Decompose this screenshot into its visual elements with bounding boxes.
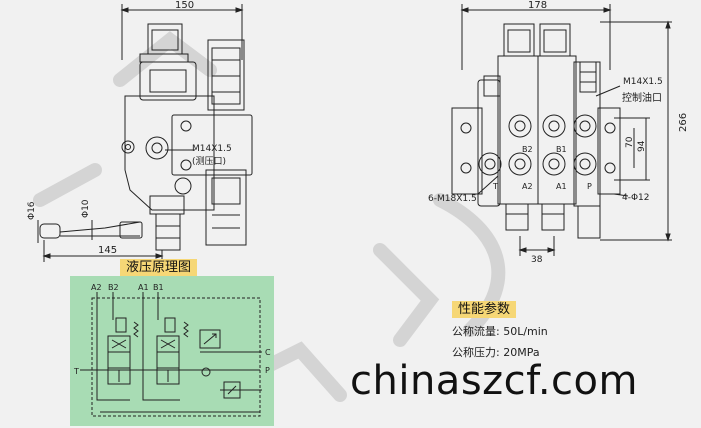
left-port-label: M14X1.5 xyxy=(192,144,232,154)
right-control-port-label: 控制油口 xyxy=(622,91,662,104)
right-port-b2: B2 xyxy=(522,145,533,154)
schem-port-a1: A1 xyxy=(138,283,149,292)
right-port-b1: B1 xyxy=(556,145,567,154)
right-mount-thread-label: 6-M18X1.5 xyxy=(428,194,477,204)
left-dim-d10: Φ10 xyxy=(81,199,91,218)
schem-port-a2: A2 xyxy=(91,283,102,292)
hydraulic-schematic xyxy=(80,292,262,417)
right-dim-70: 70 xyxy=(625,136,635,148)
schem-port-c: C xyxy=(265,348,271,357)
right-port-p: P xyxy=(587,182,592,191)
left-port-label-note: (测压口) xyxy=(192,156,226,167)
right-port-a1: A1 xyxy=(556,182,567,191)
right-port-a2: A2 xyxy=(522,182,533,191)
schem-port-b1: B1 xyxy=(153,283,164,292)
schematic-title: 液压原理图 xyxy=(120,259,198,276)
right-dim-height: 266 xyxy=(678,113,689,132)
left-dim-length: 145 xyxy=(98,245,117,256)
right-dim-94: 94 xyxy=(637,140,647,152)
schematic-panel xyxy=(70,276,274,426)
performance-pressure: 公称压力: 20MPa xyxy=(452,346,540,359)
schem-port-p: P xyxy=(265,366,270,375)
website-watermark: chinaszcf.com xyxy=(350,358,638,404)
left-dim-d16: Φ16 xyxy=(27,201,37,220)
right-thread-label: M14X1.5 xyxy=(623,77,663,87)
performance-title: 性能参数 xyxy=(452,301,517,318)
right-port-t: T xyxy=(492,182,498,191)
schem-port-b2: B2 xyxy=(108,283,119,292)
left-dim-width: 150 xyxy=(175,0,194,11)
right-front-view xyxy=(451,4,672,256)
left-side-view xyxy=(37,4,253,262)
right-dim-38: 38 xyxy=(531,255,543,265)
right-mount-holes-label: 4-Φ12 xyxy=(622,193,650,203)
right-dim-width: 178 xyxy=(528,0,547,11)
schem-port-t: T xyxy=(73,367,79,376)
performance-flow: 公称流量: 50L/min xyxy=(452,325,548,338)
